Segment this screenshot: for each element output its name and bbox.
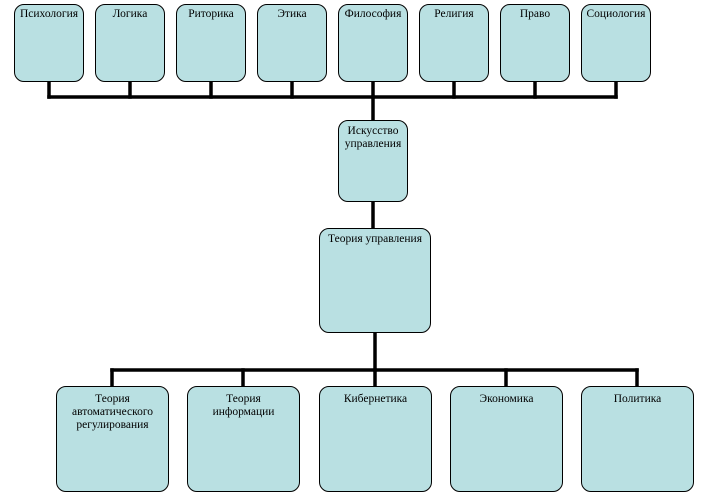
- node-rhetoric-label: Риторика: [188, 8, 234, 20]
- node-philosophy-label: Философия: [344, 8, 402, 20]
- node-philosophy: Философия: [338, 4, 408, 82]
- node-politics: Политика: [581, 386, 694, 492]
- node-information-theory-label: Теория информации: [212, 393, 275, 418]
- node-ethics-label: Этика: [277, 8, 307, 20]
- node-automatic-regulation-theory: Теория автоматического регулирования: [56, 386, 169, 492]
- node-law-label: Право: [519, 8, 551, 20]
- node-logic: Логика: [95, 4, 165, 82]
- node-ethics: Этика: [257, 4, 327, 82]
- node-management-theory-label: Теория управления: [328, 233, 422, 245]
- node-cybernetics: Кибернетика: [319, 386, 432, 492]
- node-cybernetics-label: Кибернетика: [343, 393, 408, 405]
- node-psychology: Психология: [14, 4, 84, 82]
- node-economics: Экономика: [450, 386, 563, 492]
- node-religion: Религия: [419, 4, 489, 82]
- node-sociology-label: Социология: [586, 8, 646, 20]
- node-sociology: Социология: [581, 4, 651, 82]
- node-economics-label: Экономика: [479, 393, 534, 405]
- node-law: Право: [500, 4, 570, 82]
- node-art-of-management-label: Искусство управления: [344, 125, 402, 150]
- node-religion-label: Религия: [434, 8, 474, 20]
- node-management-theory: Теория управления: [319, 228, 431, 333]
- node-psychology-label: Психология: [19, 8, 79, 20]
- node-art-of-management: Искусство управления: [338, 120, 408, 202]
- node-politics-label: Политика: [613, 393, 662, 405]
- node-automatic-regulation-theory-label: Теория автоматического регулирования: [71, 393, 154, 431]
- node-information-theory: Теория информации: [187, 386, 300, 492]
- node-logic-label: Логика: [112, 8, 148, 20]
- node-rhetoric: Риторика: [176, 4, 246, 82]
